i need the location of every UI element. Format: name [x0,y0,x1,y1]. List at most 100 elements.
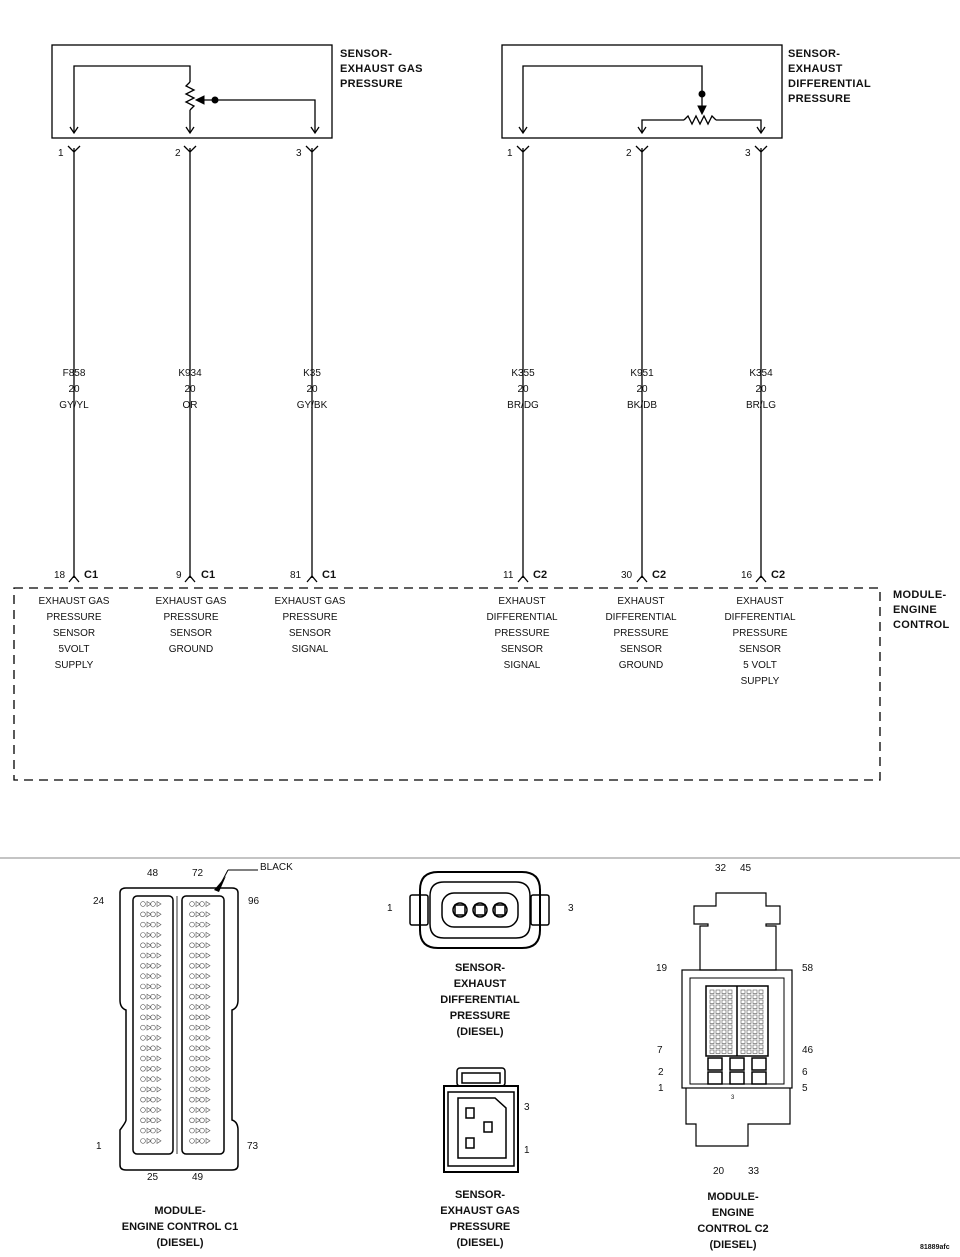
sensor-2-pin: 3 [745,148,751,159]
c2-cavity [721,994,727,999]
c1-cavity [199,1096,205,1103]
c2-cavity [709,994,715,999]
c1-pin-label: 48 [147,868,159,879]
c2-cavity [715,1014,721,1019]
c2-pin-label: 20 [713,1166,725,1177]
c1-cavity [150,932,156,938]
c2-pin-label: 33 [748,1166,760,1177]
c2-cavity [758,1039,764,1044]
wire-label: K354 20 BR/LG [731,366,791,414]
wire-gauge: 20 [306,384,318,395]
c1-cavity [140,1107,146,1113]
c1-cavity-latch [205,1003,211,1011]
c1-cavity [189,901,195,907]
c2-cavity [727,1019,733,1024]
c1-cavity [140,1024,146,1031]
c2-cavity [740,1024,746,1029]
c1-cavity-latch [156,1076,162,1083]
c2-cavity [727,1004,733,1009]
c1-cavity [189,921,195,928]
gas-sensor-title-line: EXHAUST GAS [440,1205,520,1217]
c1-cavity [150,901,156,907]
c1-cavity-latch [146,962,152,969]
c1-cavity [150,973,156,979]
c1-cavity-latch [146,1127,152,1134]
c2-cavity [740,1019,746,1024]
c1-cavity-latch [156,952,162,959]
c2-cavity [727,1034,733,1039]
sensor-1-pin: 2 [175,148,181,159]
gas-sensor-pin-label: 1 [524,1145,530,1156]
c2-cavity [746,1004,752,1009]
c2-cavity [727,989,733,994]
c1-cavity-latch [205,1127,211,1134]
c1-cavity [140,1117,146,1124]
c1-cavity-latch [146,1086,152,1093]
function-line: GROUND [618,660,664,671]
c2-cavity [740,1049,746,1054]
c2-cavity [715,994,721,999]
c1-cavity [199,911,205,917]
connector-id: C1 [201,569,216,581]
c2-cavity [758,1004,764,1009]
wire-circuit: K35 [303,368,321,379]
c1-cavity-latch [205,1086,211,1093]
c1-cavity [140,1004,146,1010]
c2-cavity [709,989,715,994]
c1-cavity [199,1055,205,1062]
c1-cavity-latch [195,993,201,1000]
c1-cavity [189,1024,195,1031]
c1-cavity [199,963,205,969]
c1-cavity-latch [195,1086,201,1093]
diff-sensor-pin-label: 3 [568,903,574,914]
connector-c1-drawing [119,869,258,1171]
sensor-2-pin: 1 [507,148,513,159]
c2-cavity [740,999,746,1004]
c2-cavity [746,1044,752,1049]
c1-cavity [199,1004,205,1010]
c1-cavity-latch [156,921,162,928]
c2-cavity [727,1009,733,1014]
c1-cavity [199,901,205,907]
function-line: SIGNAL [503,660,541,671]
function-line: DIFFERENTIAL [724,612,796,623]
c1-cavity-latch [205,1055,211,1062]
function-line: EXHAUST GAS [38,596,110,607]
c2-cavity [727,1044,733,1049]
c1-cavity-latch [146,900,152,908]
diff-sensor-title-line: SENSOR- [454,962,506,974]
c1-pin-label: 96 [248,896,260,907]
c1-cavity [199,1127,205,1134]
c2-cavity [752,1009,758,1014]
c1-cavity-latch [195,1055,201,1062]
c2-cavity [758,1024,764,1029]
c1-cavity [189,1035,195,1041]
function-line: 5 VOLT [743,660,777,671]
c2-cavity [746,1014,752,1019]
c1-cavity-latch [146,973,152,980]
c1-cavity-latch [205,1045,211,1052]
c1-cavity [140,1055,146,1062]
c1-cavity [150,1076,156,1082]
c1-cavity [140,901,146,907]
c2-cavity [758,1019,764,1024]
c2-cavity [752,1049,758,1054]
c2-cavity [727,1014,733,1019]
c1-cavity [150,1107,156,1113]
c2-pin-label: 32 [715,863,727,874]
c2-cavity [752,999,758,1004]
c2-cavity [709,999,715,1004]
c2-title-line: ENGINE [711,1207,755,1219]
c1-cavity-latch [205,1024,211,1031]
c1-cavity-latch [146,952,152,959]
c1-cavity-latch [146,1065,152,1072]
c2-pin-label: 58 [802,963,814,974]
c1-cavity [140,1076,146,1082]
c1-cavity-latch [205,973,211,980]
c2-title: MODULE- ENGINE CONTROL C2 (DIESEL) [643,1189,823,1253]
wire-label: K35 20 GY/BK [282,366,342,414]
c1-cavity-latch [156,1106,162,1114]
wire-circuit: K951 [630,368,654,379]
c2-cavity [740,1044,746,1049]
function-line: SENSOR [169,628,213,639]
